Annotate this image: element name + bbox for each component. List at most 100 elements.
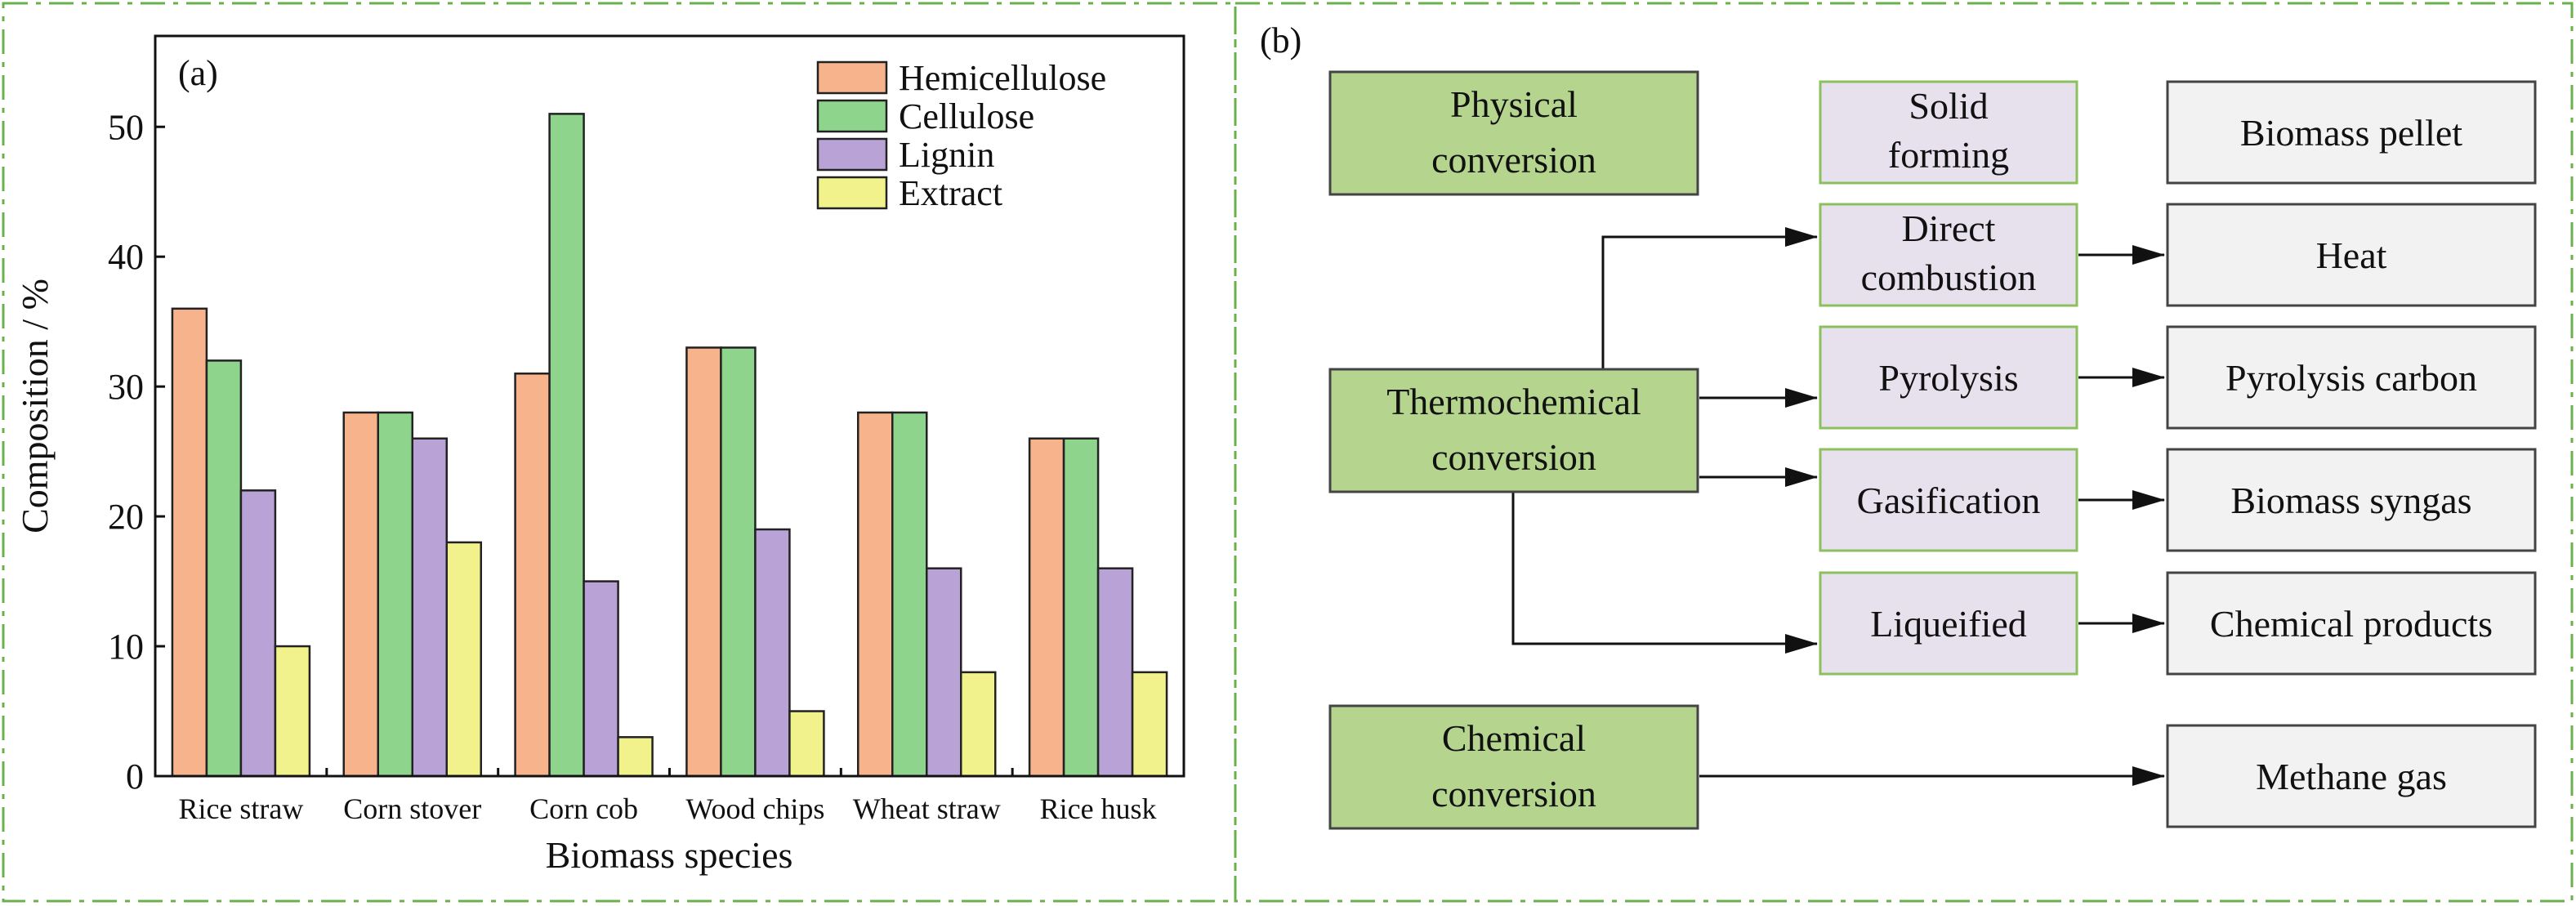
box-biomass-pellet-bg: [2166, 80, 2537, 185]
y-tick-label-40: 40: [108, 237, 144, 277]
legend-swatch-hemicellulose: [816, 60, 888, 95]
x-tick-label-wheat-straw: Wheat straw: [853, 792, 1001, 825]
box-direct-combustion-line-1: Direct: [1902, 208, 1996, 249]
x-axis-ticks: Rice straw Corn stover Corn cob Wood chips W…: [178, 768, 1157, 825]
bar-rice-straw-lignin: [239, 489, 277, 778]
box-physical-conversion-bg: [1328, 70, 1699, 196]
bar-rice-husk-hemicellulose: [1028, 437, 1065, 778]
x-axis-title: Biomass species: [546, 834, 793, 876]
arrow-thermochemical-to-liqueified: [1511, 490, 1818, 654]
box-biomass-syngas: Biomass syngas: [2166, 448, 2537, 552]
box-physical-conversion: Physical conversion: [1328, 70, 1699, 196]
box-solid-forming-line-2: forming: [1888, 134, 2009, 176]
bar-corn-cob-extract: [617, 736, 654, 778]
bar-rice-husk-extract: [1131, 671, 1168, 778]
box-liqueified: Liqueified: [1819, 571, 2078, 676]
box-methane-gas-label: Methane gas: [2256, 756, 2447, 797]
box-chemical-products: Chemical products: [2166, 571, 2537, 676]
bar-wood-chips-extract: [788, 710, 825, 778]
x-tick-label-rice-husk: Rice husk: [1040, 792, 1157, 825]
bar-corn-cob-hemicellulose: [514, 373, 551, 778]
x-tick-label-corn-stover: Corn stover: [343, 792, 481, 825]
box-pyrolysis-carbon: Pyrolysis carbon: [2166, 325, 2537, 430]
bar-rice-straw-hemicellulose: [171, 307, 208, 778]
bar-corn-cob-lignin: [583, 580, 619, 778]
box-chemical-conversion-bg: [1328, 704, 1699, 830]
bar-wheat-straw-cellulose: [891, 411, 928, 778]
box-thermochemical-conversion: Thermochemical conversion: [1328, 368, 1699, 493]
bar-rice-husk-cellulose: [1062, 437, 1100, 778]
conversion-diagram: (b) Physical conversion Thermochemical con…: [1260, 20, 2537, 830]
bar-corn-stover-extract: [445, 541, 482, 778]
box-pyrolysis-carbon-label: Pyrolysis carbon: [2226, 357, 2477, 399]
box-thermochemical-conversion-line-2: conversion: [1431, 436, 1596, 478]
box-pyrolysis-carbon-bg: [2166, 325, 2537, 430]
box-chemical-products-bg: [2166, 571, 2537, 676]
panel-b-label: (b): [1260, 20, 1301, 60]
y-tick-label-10: 10: [108, 627, 144, 667]
box-thermochemical-conversion-bg: [1328, 368, 1699, 493]
bar-corn-stover-lignin: [411, 437, 448, 778]
box-thermochemical-conversion-line-1: Thermochemical: [1386, 381, 1641, 422]
y-tick-label-30: 30: [108, 367, 144, 407]
connectors: [1511, 227, 2165, 786]
legend-swatch-lignin: [816, 137, 888, 172]
box-direct-combustion: Direct combustion: [1819, 203, 2078, 307]
box-methane-gas: Methane gas: [2166, 724, 2537, 828]
legend-label-hemicellulose: Hemicellulose: [899, 58, 1106, 98]
legend-label-cellulose: Cellulose: [899, 96, 1034, 136]
box-heat: Heat: [2166, 203, 2537, 307]
box-solid-forming-line-1: Solid: [1909, 85, 1988, 127]
box-liqueified-bg: [1819, 571, 2078, 676]
box-biomass-syngas-label: Biomass syngas: [2230, 480, 2471, 521]
bar-wheat-straw-lignin: [926, 567, 962, 778]
bar-rice-straw-cellulose: [205, 359, 243, 778]
bar-rice-straw-extract: [274, 645, 311, 778]
y-tick-label-50: 50: [108, 107, 144, 147]
legend-swatch-cellulose: [816, 99, 888, 133]
bar-wood-chips-cellulose: [720, 346, 757, 778]
legend-label-extract: Extract: [899, 173, 1002, 213]
x-tick-label-rice-straw: Rice straw: [178, 792, 303, 825]
box-biomass-syngas-bg: [2166, 448, 2537, 552]
legend-swatch-extract: [816, 176, 888, 210]
panel-a-frame: [2, 2, 1237, 903]
x-tick-label-corn-cob: Corn cob: [529, 792, 638, 825]
box-physical-conversion-line-2: conversion: [1431, 139, 1596, 181]
bar-wood-chips-lignin: [754, 528, 791, 778]
bar-corn-stover-cellulose: [377, 411, 413, 778]
box-chemical-products-label: Chemical products: [2210, 603, 2493, 645]
bar-corn-stover-hemicellulose: [342, 411, 379, 778]
panel-b-frame: [1234, 2, 2574, 903]
bar-wheat-straw-extract: [960, 671, 997, 778]
box-chemical-conversion-line-2: conversion: [1431, 773, 1596, 815]
box-physical-conversion-line-1: Physical: [1450, 83, 1578, 125]
x-tick-label-wood-chips: Wood chips: [685, 792, 824, 825]
box-liqueified-label: Liqueified: [1870, 603, 2027, 645]
bar-rice-husk-lignin: [1096, 567, 1134, 778]
bars-group: [171, 113, 1168, 778]
box-pyrolysis-label: Pyrolysis: [1878, 357, 2018, 399]
box-biomass-pellet: Biomass pellet: [2166, 80, 2537, 185]
box-heat-bg: [2166, 203, 2537, 307]
box-direct-combustion-bg: [1819, 203, 2078, 307]
box-direct-combustion-line-2: combustion: [1861, 257, 2037, 298]
box-pyrolysis-bg: [1819, 325, 2078, 430]
panel-a-label: (a): [178, 53, 218, 93]
box-heat-label: Heat: [2316, 234, 2387, 276]
box-solid-forming-bg: [1819, 80, 2078, 185]
box-gasification-bg: [1819, 448, 2078, 552]
box-gasification: Gasification: [1819, 448, 2078, 552]
legend-label-lignin: Lignin: [899, 135, 994, 175]
y-tick-label-0: 0: [126, 756, 144, 797]
